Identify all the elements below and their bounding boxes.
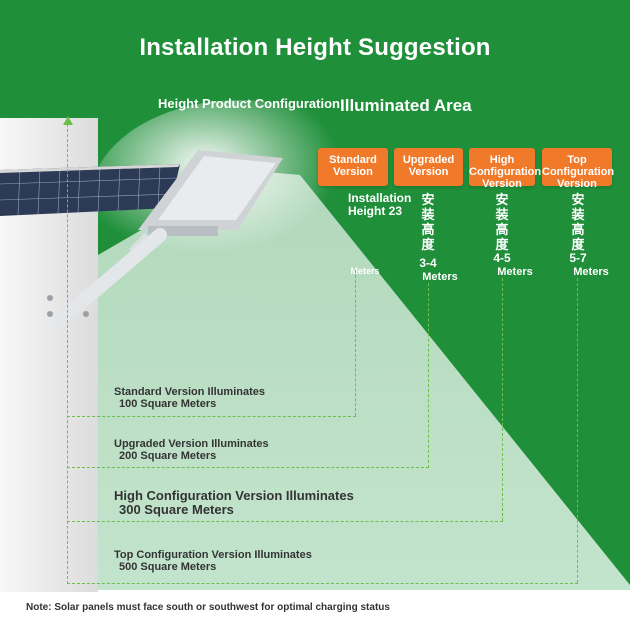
height-axis-line <box>67 124 68 584</box>
height-unit-col3: Meters <box>497 266 533 278</box>
height-value-col3: 4-5 <box>493 251 511 265</box>
area-line-top <box>67 583 578 584</box>
area-line-high <box>67 521 503 522</box>
height-value-col4: 5-7 <box>569 251 587 265</box>
subtitle-illuminated-area: Illuminated Area <box>340 96 472 115</box>
subtitle-height-product-configuration: Height Product Configuration <box>158 96 340 111</box>
installation-height-title: Installation Height 23 <box>348 191 412 218</box>
badge-standard-version: Standard Version <box>318 148 388 186</box>
vertical-text-col2: 安装高度 <box>421 192 435 252</box>
footer-band <box>0 590 630 630</box>
area-label-standard: Standard Version Illuminates 100 Square … <box>114 386 265 410</box>
connector-line-top <box>577 278 578 583</box>
solar-panel-icon <box>0 164 180 216</box>
area-label-upgraded: Upgraded Version Illuminates 200 Square … <box>114 438 269 462</box>
height-unit-col2: Meters <box>422 271 458 283</box>
arrow-up-icon <box>63 116 73 125</box>
badge-upgraded-version: Upgraded Version <box>394 148 463 186</box>
badge-top-configuration-version: Top Configuration Version <box>542 148 614 190</box>
vertical-text-col4: 安装高度 <box>571 192 585 252</box>
area-label-high: High Configuration Version Illuminates 3… <box>114 488 354 517</box>
height-unit-col4: Meters <box>573 266 609 278</box>
connector-line-high <box>502 278 503 521</box>
footer-note: Note: Solar panels must face south or so… <box>26 602 390 613</box>
area-line-standard <box>67 416 356 417</box>
page-title: Installation Height Suggestion <box>139 34 491 61</box>
vertical-text-col3: 安装高度 <box>495 192 509 252</box>
badge-high-configuration-version: High Configuration Version <box>469 148 541 190</box>
lamp-arm-icon <box>47 228 167 327</box>
height-unit-col1: Meters <box>350 266 380 276</box>
connector-line-standard <box>355 270 356 416</box>
area-label-top: Top Configuration Version Illuminates 50… <box>114 549 312 573</box>
connector-line-upgraded <box>428 283 429 468</box>
height-value-col2: 3-4 <box>419 256 437 270</box>
area-line-upgraded <box>67 467 429 468</box>
